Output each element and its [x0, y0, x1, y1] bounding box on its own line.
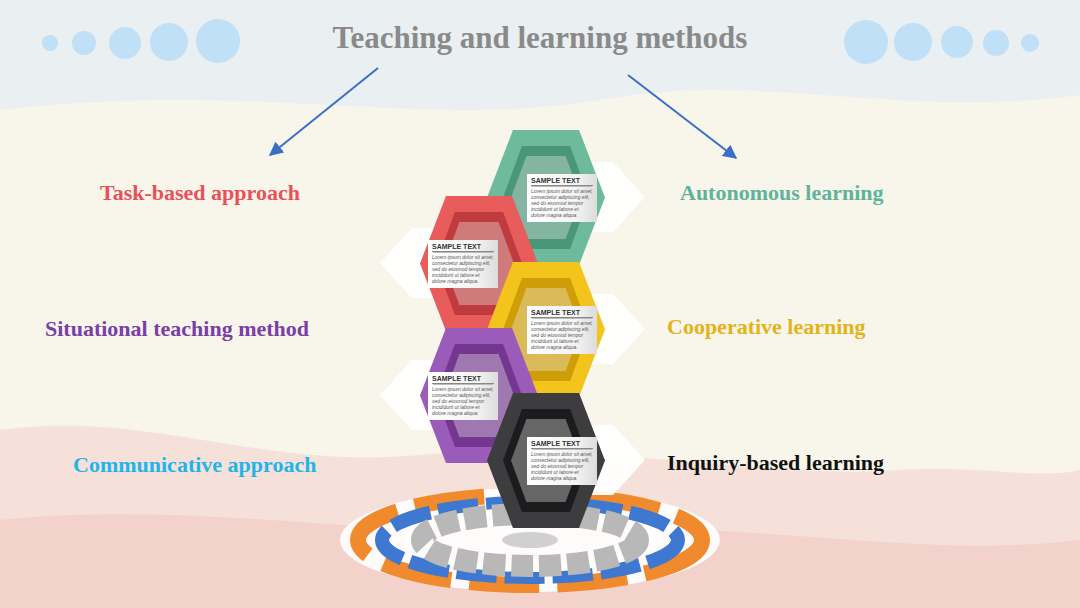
text-card: SAMPLE TEXT Lorem ipsum dolor sit amet, c… — [527, 306, 597, 354]
text-card: SAMPLE TEXT Lorem ipsum dolor sit amet, c… — [428, 240, 498, 288]
method-label: Cooperative learning — [667, 314, 866, 340]
card-heading: SAMPLE TEXT — [531, 440, 593, 449]
hexagon-block: SAMPLE TEXT Lorem ipsum dolor sit amet, c… — [487, 393, 605, 528]
pointer-arrow — [270, 68, 378, 155]
card-body: Lorem ipsum dolor sit amet, consectetur … — [432, 254, 494, 284]
card-heading: SAMPLE TEXT — [432, 243, 494, 252]
method-label: Situational teaching method — [45, 316, 309, 342]
text-card: SAMPLE TEXT Lorem ipsum dolor sit amet, c… — [527, 437, 597, 485]
card-body: Lorem ipsum dolor sit amet, consectetur … — [531, 320, 593, 350]
card-heading: SAMPLE TEXT — [531, 309, 593, 318]
pointer-arrow — [628, 75, 736, 158]
card-heading: SAMPLE TEXT — [531, 177, 593, 186]
card-body: Lorem ipsum dolor sit amet, consectetur … — [432, 386, 494, 416]
card-body: Lorem ipsum dolor sit amet, consectetur … — [531, 188, 593, 218]
method-label: Communicative approach — [73, 452, 316, 478]
method-label: Task-based approach — [100, 180, 300, 206]
card-body: Lorem ipsum dolor sit amet, consectetur … — [531, 451, 593, 481]
diagram-title: Teaching and learning methods — [0, 20, 1080, 56]
method-label: Inquiry-based learning — [667, 450, 884, 476]
method-label: Autonomous learning — [680, 180, 884, 206]
text-card: SAMPLE TEXT Lorem ipsum dolor sit amet, c… — [428, 372, 498, 420]
text-card: SAMPLE TEXT Lorem ipsum dolor sit amet, c… — [527, 174, 597, 222]
card-heading: SAMPLE TEXT — [432, 375, 494, 384]
